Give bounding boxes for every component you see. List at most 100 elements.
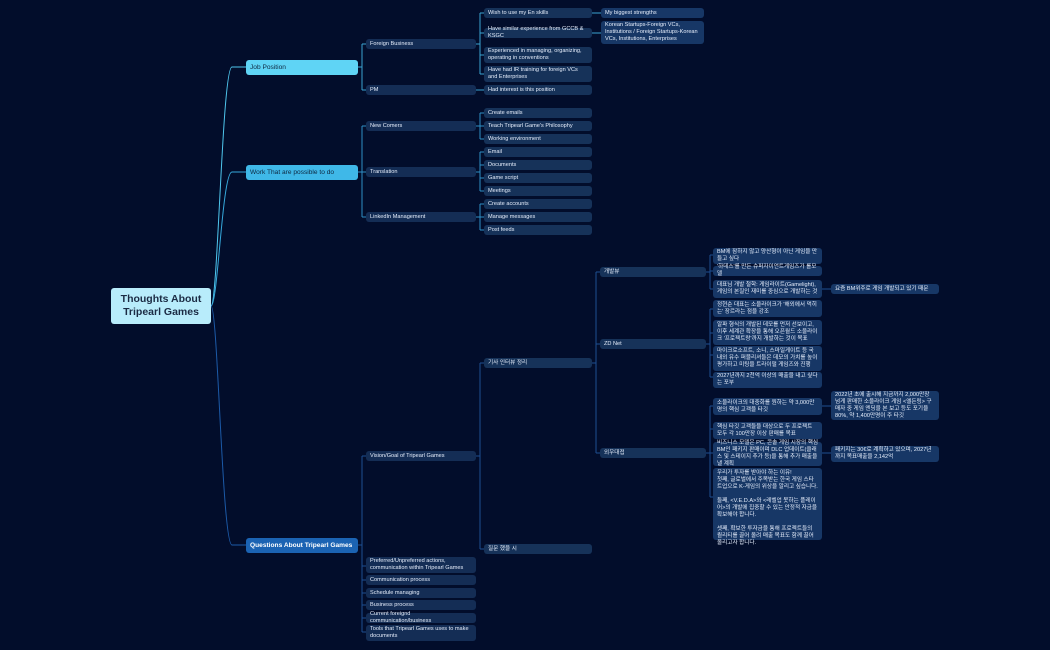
- node-label: 기사 인터뷰 정리: [488, 359, 528, 366]
- node-label: Translation: [370, 168, 398, 175]
- node-label: 2022년 초에 출시해 지금까지 2,000만장 넘게 판매한 소울라이크 게…: [835, 391, 932, 419]
- node-label: Have similar experience from GCCB & KSGC: [488, 26, 584, 39]
- node-outlook-3[interactable]: 비즈니스 모델은 PC, 콘솔 게임 시장의 핵심 BM인 패키지 판매이며 D…: [713, 440, 822, 467]
- node-label: Teach Tripearl Game's Philosophy: [488, 122, 573, 129]
- node-current-communication[interactable]: Current foreignd communication/business: [366, 611, 476, 624]
- node-wish-en-skills[interactable]: Wish to use my En skills: [484, 8, 592, 18]
- node-tools-documents[interactable]: Tools that Tripearl Games uses to make d…: [366, 625, 476, 641]
- node-label: My biggest strengths: [605, 9, 657, 16]
- node-zdnet-1[interactable]: 정현순 대표는 소울라이크가 '해외에서 먹히는' 장르라는 점을 강조: [713, 300, 822, 317]
- node-label: Create emails: [488, 109, 523, 116]
- node-label: ZD Net: [604, 340, 622, 347]
- node-when-asked[interactable]: 질문 했을 시: [484, 544, 592, 554]
- branch-questions[interactable]: Questions About Tripearl Games: [246, 538, 358, 553]
- node-label: Email: [488, 148, 502, 155]
- node-label: 외우대접: [604, 449, 625, 456]
- node-email[interactable]: Email: [484, 147, 592, 157]
- node-label: 2027년까지 2천억 이상의 매출을 내고 싶다는 포부: [717, 373, 818, 386]
- node-biggest-strengths[interactable]: My biggest strengths: [601, 8, 704, 18]
- node-outlook-note-2[interactable]: 패키지는 30€로 계획하고 있으며, 2027년까지 목표매출을 2,142억: [831, 446, 939, 462]
- node-game-script[interactable]: Game script: [484, 173, 592, 183]
- node-label: Meetings: [488, 187, 511, 194]
- node-dev-1[interactable]: BM에 잠하지 않고 양산형이 아닌 게임을 만들고 싶다: [713, 248, 822, 264]
- node-label: Game script: [488, 174, 519, 181]
- node-outlook-1[interactable]: 소울라이크의 대중화를 원하는 약 3,000만명의 핵심 고객을 타깃: [713, 398, 822, 415]
- node-label: Business process: [370, 601, 414, 608]
- node-label: Have had IR training for foreign VCs and…: [488, 67, 578, 80]
- node-label: 우리가 투자를 받아야 하는 이유! 첫째, 글로벌에서 주목받는 한국 게임 …: [717, 470, 818, 546]
- node-dev-3[interactable]: 대표님 개발 철학: 게임라이트(Gamelight), 게임의 본질인 재미를…: [713, 280, 822, 298]
- node-zdnet-4[interactable]: 2027년까지 2천억 이상의 매출을 내고 싶다는 포부: [713, 372, 822, 388]
- node-label: Experienced in managing, organizing, ope…: [488, 48, 582, 61]
- node-label: Communication process: [370, 576, 431, 583]
- node-label: 비즈니스 모델은 PC, 콘솔 게임 시장의 핵심 BM인 패키지 판매이며 D…: [717, 440, 818, 467]
- node-label: Documents: [488, 161, 517, 168]
- node-translation[interactable]: Translation: [366, 167, 476, 177]
- node-linkedin[interactable]: LinkedIn Management: [366, 212, 476, 222]
- node-label: 소울라이크의 대중화를 원하는 약 3,000만명의 핵심 고객을 타깃: [717, 399, 815, 413]
- node-label: Schedule managing: [370, 589, 420, 596]
- node-label: '하데스'를 만든 슈퍼자이언트게임즈가 롤모델: [717, 264, 817, 277]
- node-label: Korean Startups-Foreign VCs, Institution…: [605, 22, 698, 42]
- node-korean-startups[interactable]: Korean Startups-Foreign VCs, Institution…: [601, 21, 704, 44]
- node-label: Create accounts: [488, 200, 529, 207]
- node-label: 질문 했을 시: [488, 545, 517, 552]
- branch-job-position[interactable]: Job Position: [246, 60, 358, 75]
- node-create-emails[interactable]: Create emails: [484, 108, 592, 118]
- node-label: New Comers: [370, 122, 403, 129]
- node-preferred-actions[interactable]: Preferred/Unpreferred actions, communica…: [366, 557, 476, 573]
- node-similar-experience[interactable]: Have similar experience from GCCB & KSGC: [484, 26, 592, 39]
- node-label: Vision/Goal of Tripearl Games: [370, 452, 445, 459]
- node-post-feeds[interactable]: Post feeds: [484, 225, 592, 235]
- node-label: PM: [370, 86, 379, 93]
- node-create-accounts[interactable]: Create accounts: [484, 199, 592, 209]
- node-pm[interactable]: PM: [366, 85, 476, 95]
- node-dev-view[interactable]: 개발뷰: [600, 267, 706, 277]
- node-zdnet[interactable]: ZD Net: [600, 339, 706, 349]
- node-conventions[interactable]: Experienced in managing, organizing, ope…: [484, 47, 592, 63]
- root-label: Thoughts About Tripearl Games: [120, 293, 202, 318]
- node-label: Had interest is this position: [488, 86, 555, 93]
- node-label: Foreign Business: [370, 40, 414, 47]
- node-manage-messages[interactable]: Manage messages: [484, 212, 592, 222]
- node-label: LinkedIn Management: [370, 213, 426, 220]
- branch-label: Questions About Tripearl Games: [250, 542, 353, 549]
- node-label: 패키지는 30€로 계획하고 있으며, 2027년까지 목표매출을 2,142억: [835, 447, 932, 460]
- node-business-process[interactable]: Business process: [366, 600, 476, 610]
- node-meetings[interactable]: Meetings: [484, 186, 592, 196]
- node-vision-goal[interactable]: Vision/Goal of Tripearl Games: [366, 451, 476, 461]
- node-label: Post feeds: [488, 226, 515, 233]
- node-outlook-4[interactable]: 우리가 투자를 받아야 하는 이유! 첫째, 글로벌에서 주목받는 한국 게임 …: [713, 468, 822, 546]
- node-outlook[interactable]: 외우대접: [600, 448, 706, 458]
- node-label: 개발뷰: [604, 268, 620, 275]
- node-label: BM에 잠하지 않고 양산형이 아닌 게임을 만들고 싶다: [717, 249, 818, 262]
- node-label: Manage messages: [488, 213, 536, 220]
- node-label: Preferred/Unpreferred actions, communica…: [370, 558, 464, 571]
- node-communication-process[interactable]: Communication process: [366, 575, 476, 585]
- node-teach-philosophy[interactable]: Teach Tripearl Game's Philosophy: [484, 121, 592, 131]
- node-zdnet-3[interactable]: 마이크로소프트, 소니, 스마일게이트 등 국내외 유수 퍼블리셔들은 데모의 …: [713, 346, 822, 371]
- branch-work-possible[interactable]: Work That are possible to do: [246, 165, 358, 180]
- node-schedule-managing[interactable]: Schedule managing: [366, 588, 476, 598]
- node-ir-training[interactable]: Have had IR training for foreign VCs and…: [484, 66, 592, 82]
- node-dev-2[interactable]: '하데스'를 만든 슈퍼자이언트게임즈가 롤모델: [713, 264, 822, 277]
- node-documents[interactable]: Documents: [484, 160, 592, 170]
- node-zdnet-2[interactable]: 알파 형식의 개발된 데모를 먼저 선보이고, 이후 세계관 확장을 통해 오픈…: [713, 320, 822, 345]
- branch-label: Job Position: [250, 64, 286, 71]
- branch-label: Work That are possible to do: [250, 169, 335, 176]
- node-pm-interest[interactable]: Had interest is this position: [484, 85, 592, 95]
- root-node[interactable]: Thoughts About Tripearl Games: [111, 288, 211, 324]
- node-label: 핵심 타깃 고객들을 대상으로 두 프로젝트 모두 각 100만장 이상 판매를…: [717, 423, 813, 437]
- node-label: Current foreignd communication/business: [370, 611, 432, 624]
- node-label: 알파 형식의 개발된 데모를 먼저 선보이고, 이후 세계관 확장을 통해 오픈…: [717, 322, 818, 342]
- node-dev-reason[interactable]: 요즘 BM위주로 게임 개발되고 있기 때문: [831, 284, 939, 294]
- node-outlook-2[interactable]: 핵심 타깃 고객들을 대상으로 두 프로젝트 모두 각 100만장 이상 판매를…: [713, 422, 822, 439]
- node-working-environment[interactable]: Working environment: [484, 134, 592, 144]
- node-foreign-business[interactable]: Foreign Business: [366, 39, 476, 49]
- node-new-comers[interactable]: New Comers: [366, 121, 476, 131]
- node-outlook-note-1[interactable]: 2022년 초에 출시해 지금까지 2,000만장 넘게 판매한 소울라이크 게…: [831, 391, 939, 420]
- node-label: 마이크로소프트, 소니, 스마일게이트 등 국내외 유수 퍼블리셔들은 데모의 …: [717, 348, 818, 368]
- node-label: Wish to use my En skills: [488, 9, 549, 16]
- node-article-interview[interactable]: 기사 인터뷰 정리: [484, 358, 592, 368]
